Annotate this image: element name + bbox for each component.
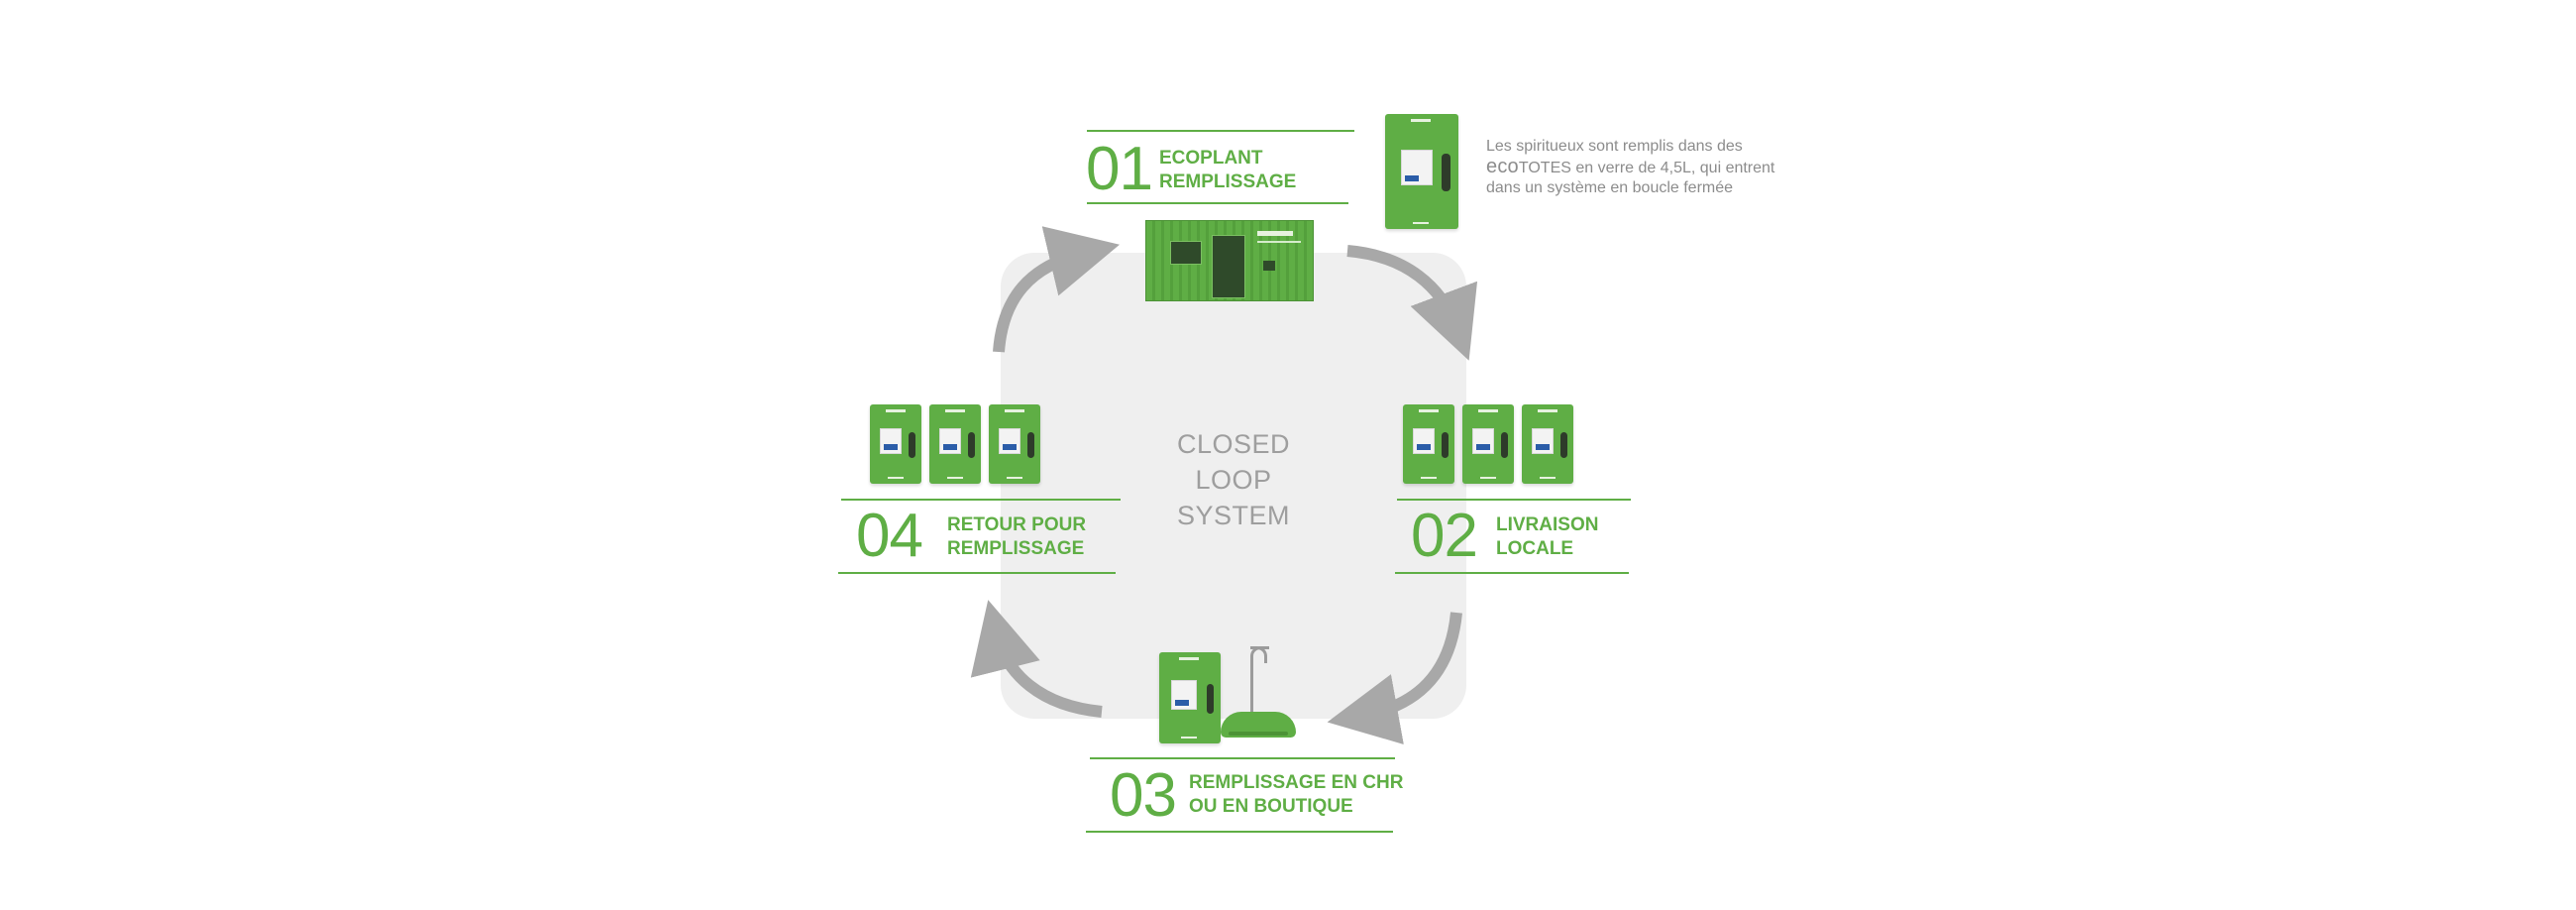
ecotote-image-step-04-c [989, 404, 1040, 484]
step-01-label-line-1: ECOPLANT [1159, 148, 1263, 169]
step-04-top-rule [841, 499, 1121, 501]
note-line-2-text: TOTES en verre de 4,5L, qui entrent [1518, 160, 1775, 176]
step-04-label-line-2: REMPLISSAGE [947, 538, 1085, 559]
note-brand: eco [1486, 156, 1519, 177]
tote-handle [1442, 154, 1450, 191]
step-02-number: 02 [1411, 502, 1478, 570]
arrow-bottom-left [970, 600, 1103, 718]
step-01-number: 01 [1086, 135, 1153, 203]
ecotote-image-step-04-b [929, 404, 981, 484]
step-03-top-rule [1090, 757, 1395, 759]
ecotote-image-step-03 [1159, 652, 1221, 743]
container-panel [1263, 261, 1275, 271]
step-02-top-rule [1397, 499, 1631, 501]
ecototes-note: Les spiritueux sont remplis dans des eco… [1486, 137, 1783, 198]
step-02-label: LIVRAISON LOCALE [1496, 513, 1598, 561]
note-line-3: dans un système en boucle fermée [1486, 179, 1734, 196]
tote-logo [1411, 119, 1431, 122]
ecotote-image-step-02-c [1522, 404, 1573, 484]
step-01-label-line-2: REMPLISSAGE [1159, 171, 1297, 192]
ecotote-image-step-02-a [1403, 404, 1454, 484]
tote-footer-logo [1413, 222, 1429, 224]
step-04-bottom-rule [838, 572, 1116, 574]
step-03-label-line-2: OU EN BOUTIQUE [1189, 796, 1353, 817]
ecotote-image-step-04-a [870, 404, 921, 484]
note-line-2: ecoTOTES en verre de 4,5L, qui entrent [1486, 157, 1783, 178]
dispenser-base-image [1221, 712, 1296, 738]
tote-label [1401, 150, 1433, 185]
step-03-bottom-rule [1086, 831, 1393, 833]
arrow-top-right [1346, 245, 1478, 361]
step-02-bottom-rule [1395, 572, 1629, 574]
center-label-line-2: LOOP [1195, 465, 1272, 495]
center-square [1001, 253, 1466, 719]
step-01-top-rule [1087, 130, 1354, 132]
container-door [1212, 235, 1245, 298]
arrow-top-left [993, 226, 1121, 353]
center-label-line-3: SYSTEM [1176, 501, 1291, 530]
container-window [1170, 241, 1202, 265]
step-04-number: 04 [856, 502, 923, 570]
step-04-label-line-1: RETOUR POUR [947, 514, 1087, 535]
ecotote-image-step-01 [1385, 114, 1458, 229]
step-03-number: 03 [1110, 761, 1177, 830]
step-02-label-line-1: LIVRAISON [1496, 514, 1599, 535]
ecoplant-container-image [1145, 220, 1314, 301]
arrow-bottom-right [1327, 612, 1462, 744]
step-04-label: RETOUR POUR REMPLISSAGE [947, 513, 1086, 561]
note-line-1: Les spiritueux sont remplis dans des [1486, 138, 1743, 155]
ecotote-image-step-02-b [1462, 404, 1514, 484]
center-label-line-1: CLOSED [1176, 429, 1291, 459]
step-03-label: REMPLISSAGE EN CHR OU EN BOUTIQUE [1189, 771, 1403, 819]
container-tagline [1257, 241, 1301, 243]
step-03-label-line-1: REMPLISSAGE EN CHR [1189, 772, 1404, 793]
container-brand [1257, 231, 1293, 236]
dispenser-tap-image [1250, 646, 1269, 719]
step-01-bottom-rule [1087, 202, 1348, 204]
step-01-label: ECOPLANT REMPLISSAGE [1159, 147, 1296, 194]
step-02-label-line-2: LOCALE [1496, 538, 1574, 559]
center-label: CLOSED LOOP SYSTEM [1001, 426, 1466, 533]
